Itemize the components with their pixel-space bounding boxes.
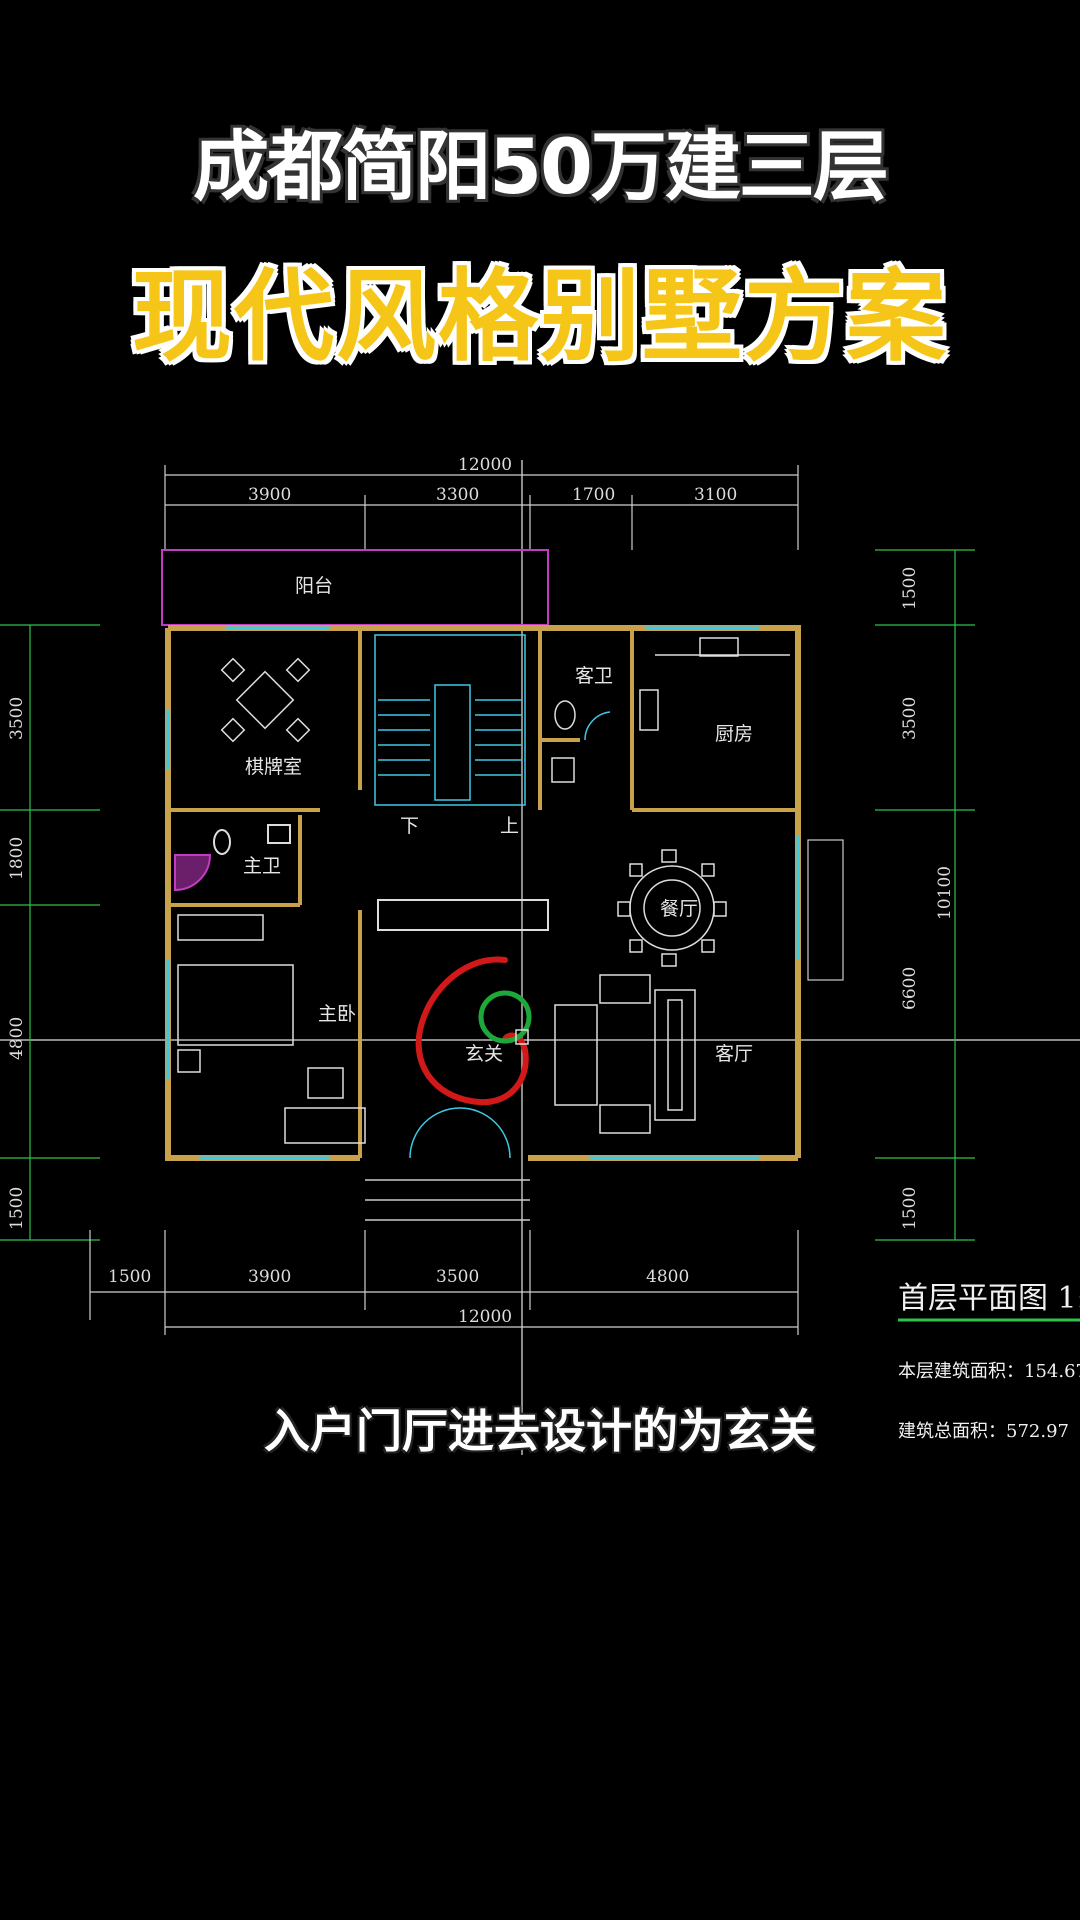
drawing-title: 首层平面图 1:1: [898, 1281, 1080, 1316]
floor-area-note: 本层建筑面积：154.67: [898, 1361, 1080, 1382]
right-dimensions: [875, 549, 975, 1241]
green-highlight-circle: [478, 990, 532, 1044]
top-dimensions: [164, 465, 799, 550]
room-label-kitchen: 厨房: [715, 723, 753, 745]
dim-bottom-1: 1500: [108, 1267, 151, 1287]
balcony-outline: [161, 549, 549, 626]
windows: [166, 626, 800, 1160]
foyer-screen: [377, 899, 549, 931]
dim-left-1: 3500: [7, 697, 27, 740]
master-bath-fixtures: [174, 824, 291, 892]
dining-table-symbol: [617, 849, 727, 967]
dim-right-4: 1500: [900, 1187, 920, 1230]
floor-plan-drawing: 12000 3900 3300 1700 3100 3500 1800 4800…: [0, 455, 1080, 1455]
video-title-line-2: 现代风格别墅方案: [132, 258, 948, 375]
total-area-note: 建筑总面积：572.97: [898, 1421, 1069, 1442]
dim-right-1: 1500: [900, 567, 920, 610]
dim-top-3: 1700: [572, 485, 615, 505]
cursor-box: [515, 1029, 529, 1045]
dim-bottom-total: 12000: [458, 1307, 512, 1327]
main-entrance: [365, 1107, 530, 1221]
dim-top-4: 3100: [694, 485, 737, 505]
room-label-guest-bath: 客卫: [575, 665, 613, 687]
red-highlight-scribble: [415, 956, 529, 1106]
living-room-sofa-set: [554, 974, 696, 1134]
room-label-living: 客厅: [715, 1043, 753, 1065]
stair-label-down: 下: [400, 815, 419, 837]
dim-left-3: 4800: [7, 1017, 27, 1060]
room-label-foyer: 玄关: [465, 1043, 503, 1065]
side-steps: [807, 839, 844, 981]
stair-label-up: 上: [500, 815, 519, 837]
room-label-master-bath: 主卫: [243, 855, 281, 877]
dim-bottom-3: 3500: [436, 1267, 479, 1287]
room-label-chess-room: 棋牌室: [245, 756, 302, 778]
dim-right-3: 6600: [900, 967, 920, 1010]
exterior-walls: [165, 625, 801, 1161]
dim-right-2: 3500: [900, 697, 920, 740]
dim-top-1: 3900: [248, 485, 291, 505]
interior-walls: [168, 628, 798, 1158]
room-label-master-bedroom: 主卧: [318, 1003, 356, 1025]
guest-bath-fixtures: [551, 700, 611, 783]
dim-bottom-2: 3900: [248, 1267, 291, 1287]
bottom-dimensions: [89, 1230, 799, 1335]
dim-left-4: 1500: [7, 1187, 27, 1230]
dim-right-total: 10100: [935, 866, 955, 920]
master-bedroom-furniture: [177, 914, 366, 1144]
dim-bottom-4: 4800: [646, 1267, 689, 1287]
chess-table-symbol: [220, 657, 311, 743]
dim-top-2: 3300: [436, 485, 479, 505]
room-label-balcony: 阳台: [295, 575, 333, 597]
left-dimensions: [0, 624, 100, 1241]
dim-top-total: 12000: [458, 455, 512, 475]
staircase: [374, 634, 526, 806]
room-label-dining: 餐厅: [660, 898, 698, 920]
dim-left-2: 1800: [7, 837, 27, 880]
video-caption: 入户门厅进去设计的为玄关: [264, 1404, 816, 1458]
video-title-line-1: 成都简阳50万建三层: [193, 122, 889, 211]
kitchen-fixtures: [639, 637, 790, 731]
